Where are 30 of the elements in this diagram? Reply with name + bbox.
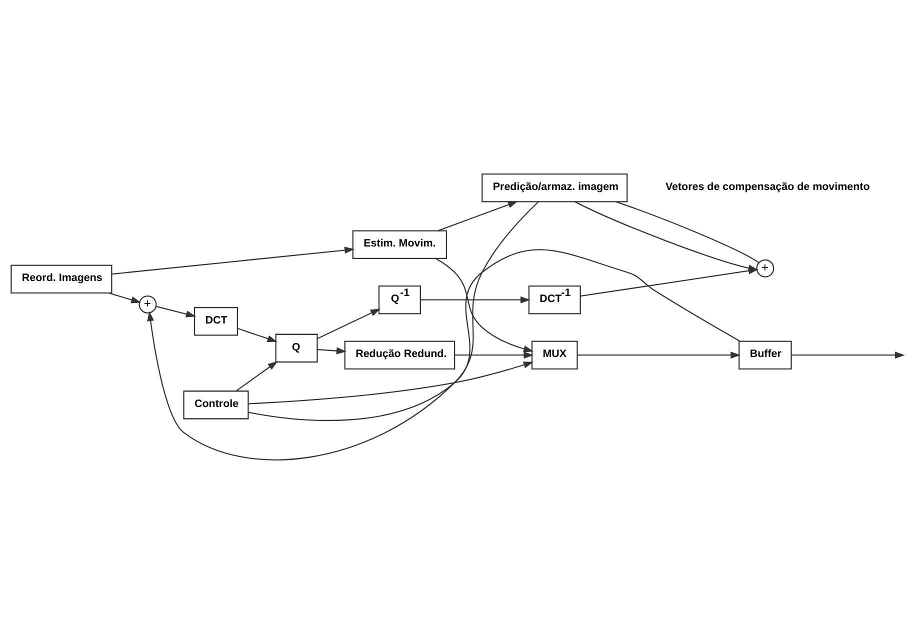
arrow: [791, 352, 905, 359]
arrow: [454, 352, 534, 359]
arrow: [112, 246, 355, 275]
arrow: [574, 201, 758, 272]
node-box: MUX: [531, 340, 578, 370]
node-box: Estim. Movim.: [352, 230, 448, 260]
connector: [248, 249, 740, 421]
node-circle: +: [756, 259, 774, 278]
arrow: [420, 296, 530, 304]
arrow: [108, 292, 142, 304]
arrow: [237, 328, 278, 342]
node-circle: +: [138, 295, 157, 314]
arrow: [248, 362, 534, 404]
node-box: Predição/armaz. imagem: [482, 174, 628, 202]
arrow: [317, 308, 380, 340]
node-box: DCT: [194, 306, 238, 336]
arrow: [577, 352, 741, 359]
arrow: [147, 201, 539, 460]
node-box: Buffer: [738, 340, 792, 370]
node-box: Q: [275, 334, 318, 363]
node-box: Controle: [183, 390, 249, 420]
arrow: [317, 347, 346, 354]
arrow: [156, 306, 196, 318]
label: Vetores de compensação de movimento: [665, 180, 870, 193]
node-box: Redução Redund.: [344, 340, 456, 370]
arrow: [436, 258, 534, 352]
connector: [616, 201, 760, 264]
arrow: [438, 201, 518, 232]
node-box: Reord. Imagens: [10, 264, 112, 294]
arrow: [236, 361, 278, 392]
